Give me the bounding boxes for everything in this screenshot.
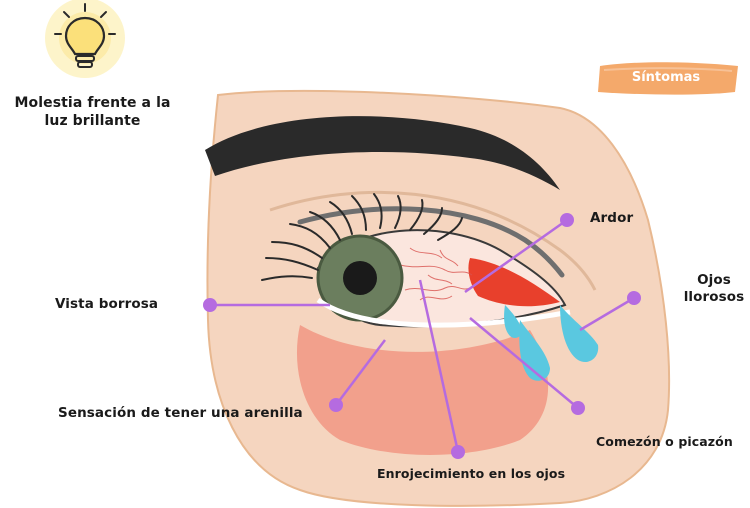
label-grit-sensation: Sensación de tener una arenilla [58,405,303,422]
label-light-line2: luz brillante [10,113,175,131]
label-blurred-vision: Vista borrosa [55,296,158,313]
label-light-sensitivity: Molestia frente a la luz brillante [10,95,175,130]
dot-burning [560,213,574,227]
dot-watery [627,291,641,305]
symptoms-badge-label: Síntomas [596,62,736,94]
dot-blurred [203,298,217,312]
label-redness: Enrojecimiento en los ojos [377,466,565,482]
pupil [343,261,377,295]
dot-redness [451,445,465,459]
label-watery-line1: Ojos [678,272,750,289]
label-burning: Ardor [590,210,633,227]
label-light-line1: Molestia frente a la [10,95,175,113]
label-itching: Comezón o picazón [596,434,733,450]
lightbulb-icon [45,0,125,78]
dot-grit [329,398,343,412]
label-watery-eyes: Ojos llorosos [678,272,750,306]
dot-itch [571,401,585,415]
label-watery-line2: llorosos [678,289,750,306]
symptoms-badge: Síntomas [596,62,736,94]
